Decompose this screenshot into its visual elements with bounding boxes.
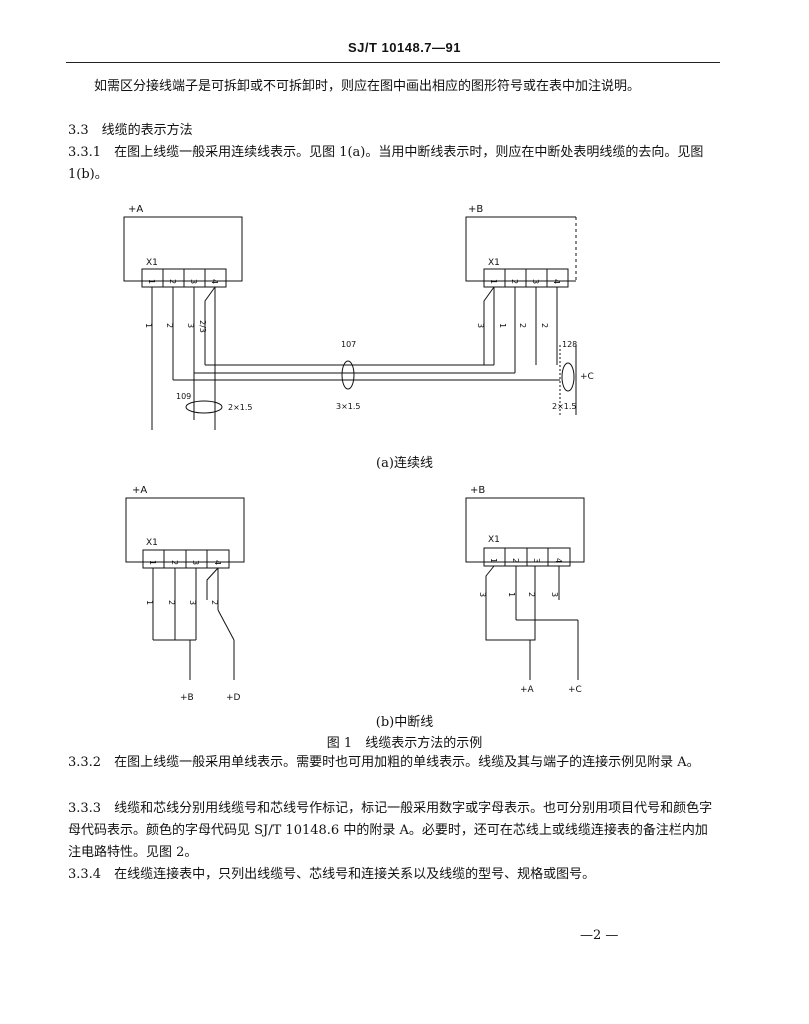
terminal-b-4: 4 bbox=[552, 279, 561, 284]
dest-c-label: +C bbox=[580, 372, 594, 382]
unit-b-label-b: +B bbox=[470, 485, 485, 496]
strip-a-label: X1 bbox=[146, 258, 158, 268]
cable-128-no: 128 bbox=[562, 340, 577, 349]
terminal-bb-3: 3 bbox=[532, 558, 541, 563]
cable-128-marker bbox=[561, 362, 575, 392]
cable-109-no: 109 bbox=[176, 392, 191, 401]
core-ab-2: 2 bbox=[167, 600, 176, 605]
core-bb-4: 3 bbox=[550, 592, 559, 597]
figure-1a-diagram: +A X1 1 2 3 4 +B X1 1 2 3 4 1 2 3 2/3 3 … bbox=[123, 204, 594, 430]
terminal-ab-4: 4 bbox=[213, 560, 222, 565]
section-3-3-1: 3.3.1 在图上线缆一般采用连续线表示。见图 1(a)。当用中断线表示时，则应… bbox=[68, 145, 704, 182]
unit-a-label: +A bbox=[128, 204, 143, 215]
dest-ab-2: +D bbox=[226, 693, 241, 703]
core-b-4: 2 bbox=[540, 323, 549, 328]
cable-109-marker bbox=[185, 400, 223, 414]
core-a-4: 2/3 bbox=[198, 320, 207, 333]
terminal-a-1: 1 bbox=[147, 279, 156, 284]
section-3-3-title: 3.3 线缆的表示方法 bbox=[68, 123, 193, 138]
terminal-b-2: 2 bbox=[510, 279, 519, 284]
dest-bb-1: +A bbox=[520, 685, 535, 695]
unit-a-label-b: +A bbox=[132, 485, 147, 496]
page-number: —2 — bbox=[580, 928, 619, 943]
terminal-bb-2: 2 bbox=[511, 558, 520, 563]
core-ab-4: 2 bbox=[210, 600, 219, 605]
cable-107-marker bbox=[341, 360, 355, 390]
section-3-3-2: 3.3.2 在图上线缆一般采用单线表示。需要时也可用加粗的单线表示。线缆及其与端… bbox=[68, 755, 700, 770]
unit-b-box bbox=[465, 216, 576, 282]
intro-paragraph: 如需区分接线端子是可拆卸或不可拆卸时，则应在图中画出相应的图形符号或在表中加注说… bbox=[94, 79, 641, 94]
cable-107-no: 107 bbox=[341, 340, 356, 349]
header-rule bbox=[66, 62, 720, 63]
terminal-b-1: 1 bbox=[489, 279, 498, 284]
section-3-3-4: 3.3.4 在线缆连接表中，只列出线缆号、芯线号和连接关系以及线缆的型号、规格或… bbox=[68, 867, 596, 882]
figure-1b-caption: (b)中断线 bbox=[375, 715, 434, 730]
core-b-2: 1 bbox=[498, 323, 507, 328]
unit-a-box bbox=[123, 216, 243, 282]
terminal-bb-1: 1 bbox=[489, 558, 498, 563]
terminal-b-3: 3 bbox=[531, 279, 540, 284]
core-a-3: 3 bbox=[186, 323, 195, 328]
core-b-1: 3 bbox=[476, 323, 485, 328]
terminal-a-3: 3 bbox=[189, 279, 198, 284]
core-a-1: 1 bbox=[144, 323, 153, 328]
strip-b-label: X1 bbox=[488, 258, 500, 268]
figure-1b-diagram: +A X1 1 2 3 4 1 2 3 2 +B +D +B X1 1 2 3 … bbox=[125, 485, 585, 703]
strip-a-label-b: X1 bbox=[146, 538, 158, 548]
cable-109-spec: 2×1.5 bbox=[228, 403, 253, 412]
terminal-bb-4: 4 bbox=[554, 558, 563, 563]
core-b-3: 2 bbox=[518, 323, 527, 328]
section-3-3-3: 3.3.3 线缆和芯线分别用线缆号和芯线号作标记，标记一般采用数字或字母表示。也… bbox=[68, 801, 713, 860]
cable-107-spec: 3×1.5 bbox=[336, 402, 361, 411]
terminal-ab-3: 3 bbox=[191, 560, 200, 565]
standard-code-header: SJ/T 10148.7—91 bbox=[347, 40, 462, 55]
terminal-ab-1: 1 bbox=[148, 560, 157, 565]
cable-128-spec: 2×1.5 bbox=[552, 402, 577, 411]
core-ab-3: 3 bbox=[188, 600, 197, 605]
core-bb-2: 1 bbox=[507, 592, 516, 597]
core-bb-3: 2 bbox=[527, 592, 536, 597]
unit-b-box-b bbox=[465, 497, 585, 563]
figure-1-title: 图 1 线缆表示方法的示例 bbox=[326, 736, 483, 751]
terminal-a-4: 4 bbox=[210, 279, 219, 284]
dest-ab-1: +B bbox=[180, 693, 194, 703]
unit-b-label: +B bbox=[468, 204, 483, 215]
figure-1a-caption: (a)连续线 bbox=[376, 456, 433, 471]
core-bb-1: 3 bbox=[478, 592, 487, 597]
dest-bb-2: +C bbox=[568, 685, 582, 695]
strip-b-label-b: X1 bbox=[488, 535, 500, 545]
terminal-a-2: 2 bbox=[168, 279, 177, 284]
terminal-ab-2: 2 bbox=[170, 560, 179, 565]
unit-a-box-b bbox=[125, 497, 245, 563]
core-ab-1: 1 bbox=[145, 600, 154, 605]
core-a-2: 2 bbox=[165, 323, 174, 328]
